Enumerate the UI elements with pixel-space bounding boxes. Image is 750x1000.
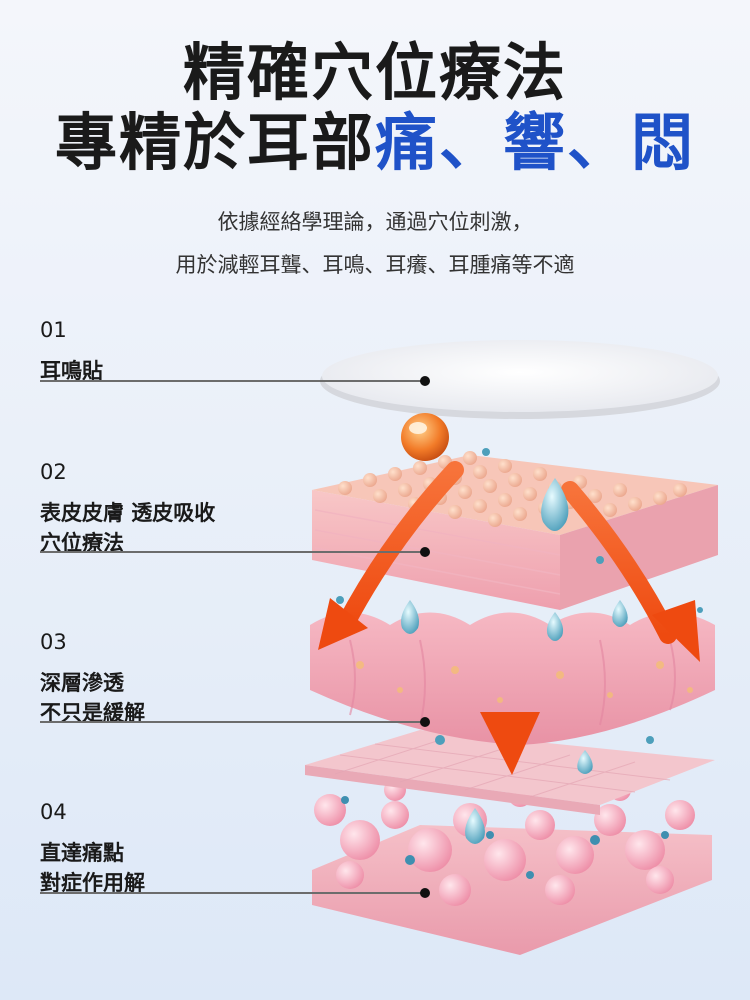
step-label-line-1: 表皮皮膚 透皮吸收 — [40, 501, 216, 525]
leader-line-02 — [40, 551, 425, 553]
step-02: 02 表皮皮膚 透皮吸收 穴位療法 — [40, 460, 215, 558]
description-line-1: 依據經絡學理論，通過穴位刺激， — [217, 210, 533, 234]
step-03: 03 深層滲透 不只是緩解 — [40, 630, 145, 728]
step-number: 03 — [40, 630, 67, 654]
step-label-line-1: 耳鳴貼 — [40, 359, 103, 383]
headline-line-2: 專精於耳部痛、響、悶 — [0, 112, 750, 174]
leader-line-01 — [40, 380, 425, 382]
step-number: 02 — [40, 460, 67, 484]
leader-dot-02 — [420, 547, 430, 557]
leader-dot-03 — [420, 717, 430, 727]
step-label-line-2: 不只是緩解 — [40, 701, 145, 725]
step-label-line-2: 穴位療法 — [40, 531, 124, 555]
headline-line-1: 精確穴位療法 — [182, 36, 567, 109]
leader-line-04 — [40, 892, 425, 894]
step-number: 04 — [40, 800, 67, 824]
step-label-line-1: 深層滲透 — [40, 671, 124, 695]
step-01: 01 耳鳴貼 — [40, 318, 103, 386]
step-label-line-1: 直達痛點 — [40, 841, 124, 865]
leader-dot-04 — [420, 888, 430, 898]
description-line-2: 用於減輕耳聾、耳鳴、耳癢、耳腫痛等不適 — [175, 253, 575, 277]
step-number: 01 — [40, 318, 67, 342]
step-04: 04 直達痛點 對症作用解 — [40, 800, 145, 898]
headline-dark-part: 專精於耳部 — [54, 106, 375, 179]
step-label-line-2: 對症作用解 — [40, 871, 145, 895]
headline-accent-part: 痛、響、悶 — [375, 106, 696, 179]
leader-line-03 — [40, 721, 425, 723]
leader-dot-01 — [420, 376, 430, 386]
